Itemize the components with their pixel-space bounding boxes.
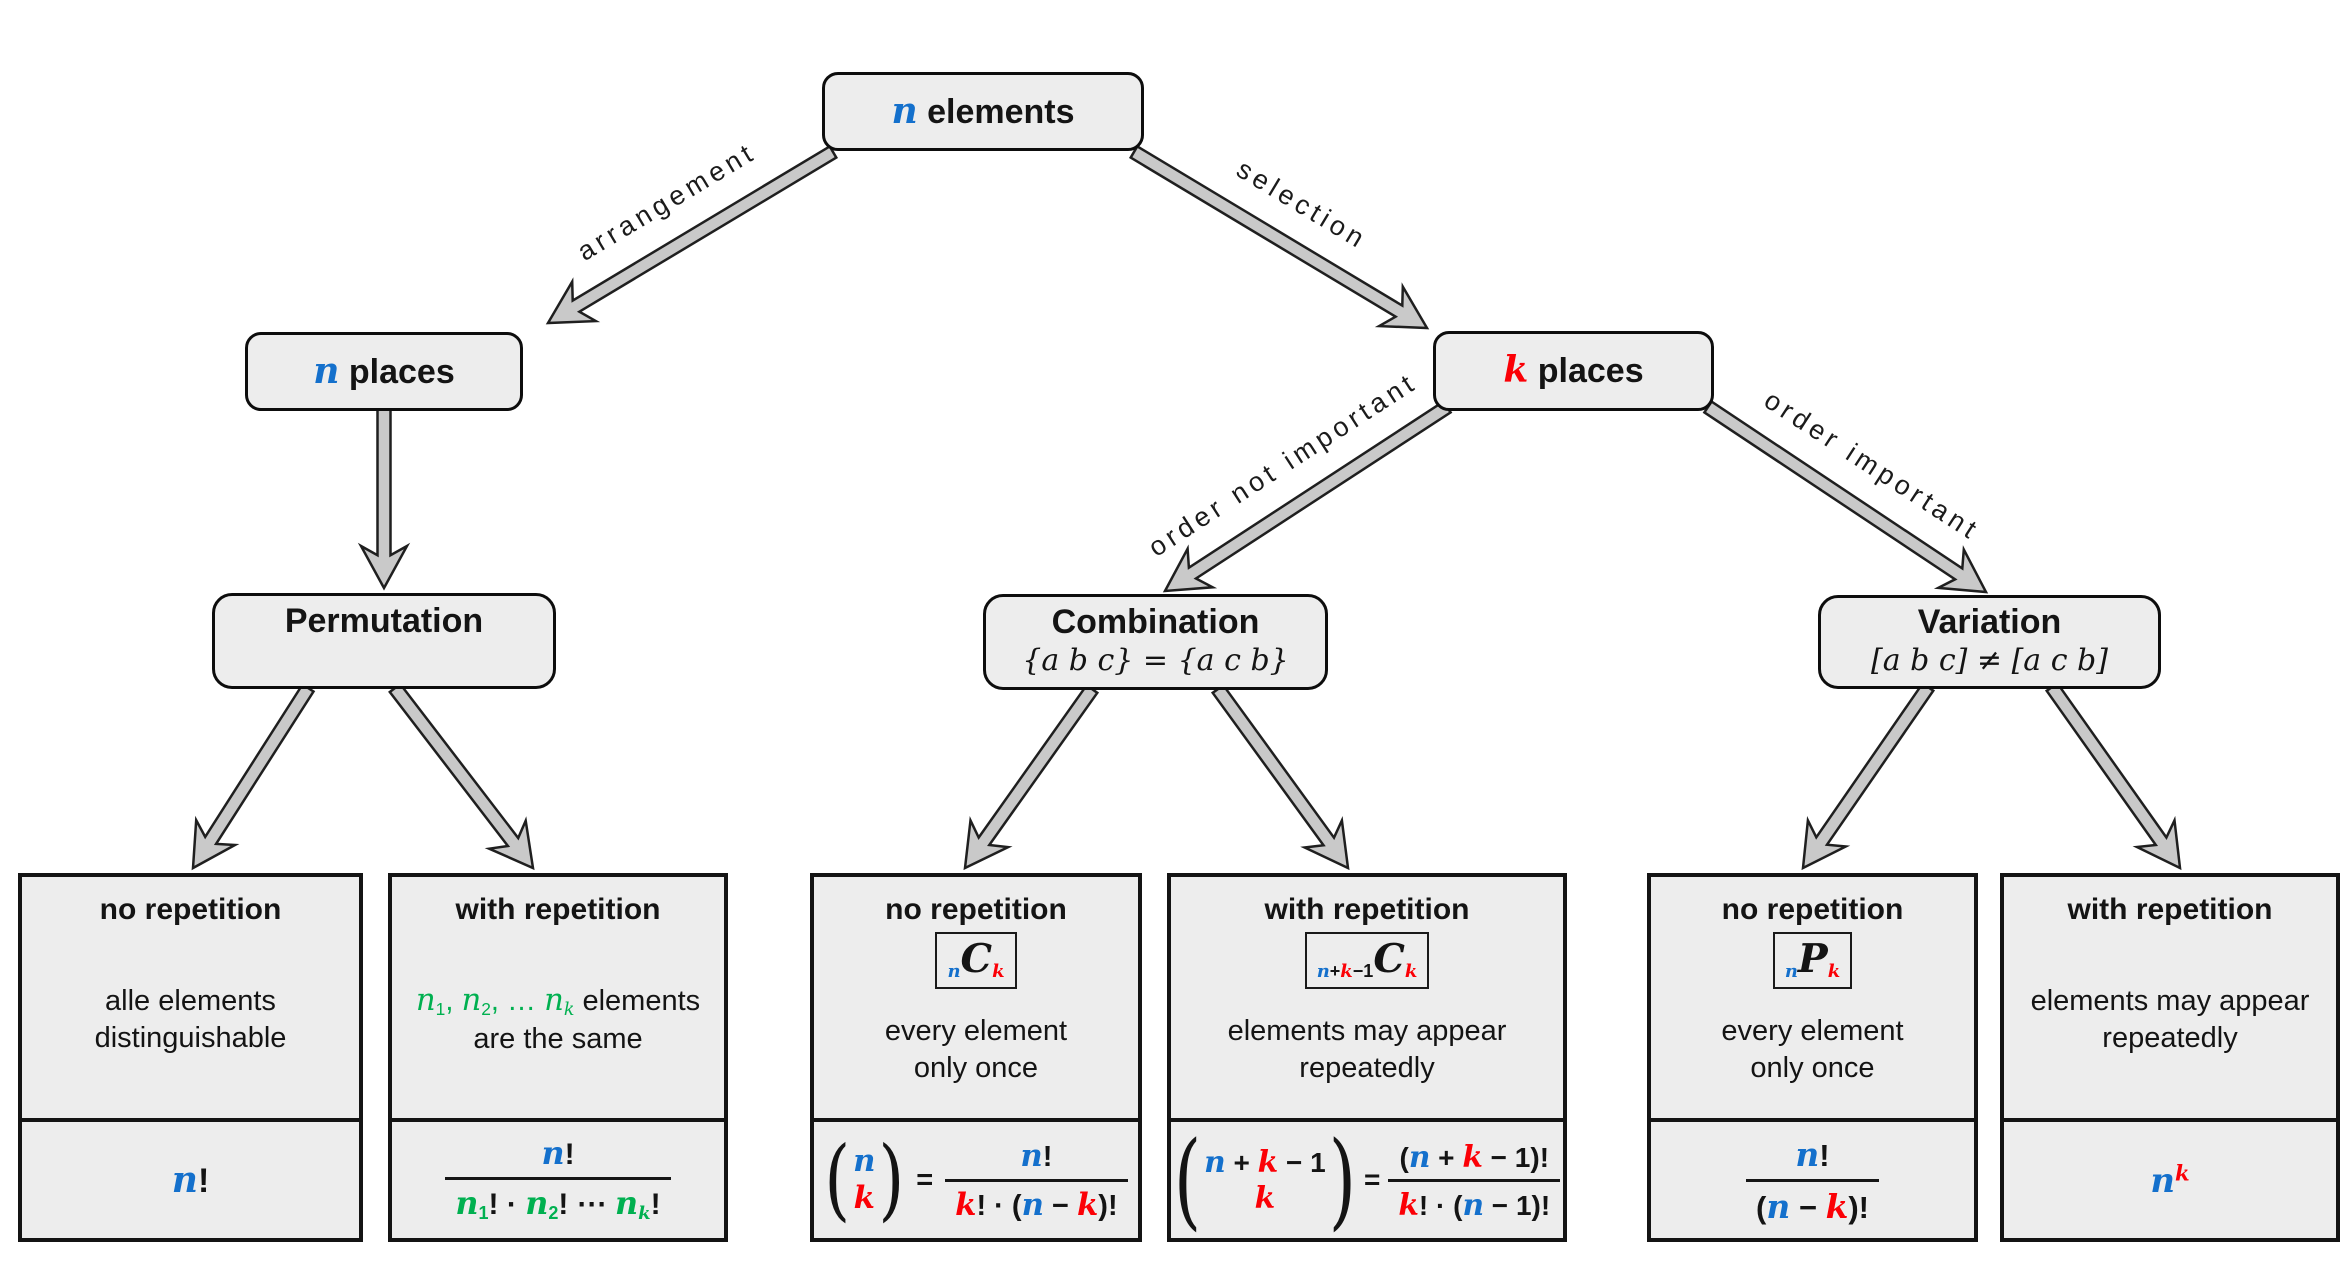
result-title: no repetition xyxy=(99,893,282,926)
result-title: with repetition xyxy=(1264,893,1470,926)
formula-section: nk xyxy=(2004,1122,2336,1238)
formula-multiset-combination: (n + k − 1)! k! · (n − 1)! xyxy=(1388,1139,1561,1222)
arrow-variation-to-no-repetition xyxy=(1801,681,1936,871)
formula-section: n! (n − k)! xyxy=(1651,1122,1974,1238)
node-combination-title: Combination xyxy=(1051,603,1260,642)
n+k-1Ck-symbol-badge: n+k−1Ck xyxy=(1304,931,1430,989)
formula-variation: n! (n − k)! xyxy=(1746,1135,1879,1226)
arrow-combination-to-with-repetition xyxy=(1210,683,1350,871)
node-variation-title: Variation xyxy=(1917,603,2062,642)
arrow-permutation-to-with-repetition xyxy=(388,682,535,871)
result-description: elements may appear repeatedly xyxy=(2030,984,2310,1054)
nPk-symbol-badge: nPk xyxy=(1772,931,1853,989)
arrow-permutation-to-no-repetition xyxy=(191,682,316,871)
formula-multiset-permutation: n! n1! · n2! ⋯ nk! xyxy=(445,1135,671,1225)
node-variation-subtitle: [a b c] ≠ [a c b] xyxy=(1871,642,2108,678)
formula-n-factorial: n! xyxy=(171,1159,210,1201)
result-box-permutation-no-repetition: no repetition alle elements distinguisha… xyxy=(18,873,363,1242)
formula-combination: n! k! · (n − k)! xyxy=(945,1138,1128,1223)
description-section: no repetition nCk every element only onc… xyxy=(814,877,1138,1122)
node-k-places-label: k places xyxy=(1503,349,1644,392)
result-box-permutation-with-repetition: with repetition n1, n2, … nk elements ar… xyxy=(388,873,728,1242)
result-box-variation-no-repetition: no repetition nPk every element only onc… xyxy=(1647,873,1978,1242)
result-description: alle elements distinguishable xyxy=(94,984,287,1054)
result-description: n1, n2, … nk elements are the same xyxy=(415,982,701,1056)
nCk-symbol-badge: nCk xyxy=(935,931,1017,989)
node-n-elements: n elements xyxy=(822,72,1144,151)
node-n-places: n places xyxy=(245,332,523,411)
description-section: with repetition n1, n2, … nk elements ar… xyxy=(392,877,724,1122)
result-box-combination-with-repetition: with repetition n+k−1Ck elements may app… xyxy=(1167,873,1567,1242)
arrow-variation-to-with-repetition xyxy=(2044,681,2182,871)
result-title: with repetition xyxy=(455,893,661,926)
binomial-n-plus-k-minus-1-choose-k: ( n + k − 1 k ) xyxy=(1173,1118,1356,1242)
node-k-places: k places xyxy=(1433,331,1714,411)
result-title: no repetition xyxy=(885,893,1067,926)
description-section: with repetition elements may appear repe… xyxy=(2004,877,2336,1122)
result-box-combination-no-repetition: no repetition nCk every element only onc… xyxy=(810,873,1142,1242)
arrow-root-to-n-places xyxy=(545,144,839,325)
binomial-n-choose-k: ( n k ) xyxy=(824,1127,905,1232)
result-description: elements may appear repeatedly xyxy=(1227,1015,1507,1085)
arrow-k-places-to-variation xyxy=(1702,399,1989,594)
result-title: with repetition xyxy=(2067,893,2273,926)
formula-section: n! xyxy=(22,1122,359,1238)
formula-section: ( n + k − 1 k ) = (n + k − 1)! k! · (n −… xyxy=(1171,1118,1563,1242)
node-combination: Combination {a b c} = {a c b} xyxy=(983,594,1328,690)
result-box-variation-with-repetition: with repetition elements may appear repe… xyxy=(2000,873,2340,1242)
node-combination-subtitle: {a b c} = {a c b} xyxy=(1022,642,1289,678)
node-n-elements-label: n elements xyxy=(891,89,1075,132)
equals-sign: = xyxy=(1364,1164,1381,1195)
node-variation: Variation [a b c] ≠ [a c b] xyxy=(1818,595,2161,689)
result-description: every element only once xyxy=(1721,1015,1904,1085)
node-permutation-title: Permutation xyxy=(284,602,484,641)
arrow-root-to-k-places xyxy=(1128,144,1430,330)
description-section: with repetition n+k−1Ck elements may app… xyxy=(1171,877,1563,1122)
description-section: no repetition nPk every element only onc… xyxy=(1651,877,1974,1122)
formula-section: ( n k ) = n! k! · (n − k)! xyxy=(814,1122,1138,1238)
formula-section: n! n1! · n2! ⋯ nk! xyxy=(392,1122,724,1238)
node-permutation: Permutation xyxy=(212,593,556,689)
equals-sign: = xyxy=(916,1163,934,1196)
result-title: no repetition xyxy=(1721,893,1904,926)
arrow-n-places-to-permutation xyxy=(357,407,411,591)
node-n-places-label: n places xyxy=(313,349,455,392)
result-description: every element only once xyxy=(884,1015,1068,1085)
arrow-combination-to-no-repetition xyxy=(963,683,1100,871)
arrow-k-places-to-combination xyxy=(1162,399,1453,593)
description-section: no repetition alle elements distinguisha… xyxy=(22,877,359,1122)
formula-n-power-k: nk xyxy=(2150,1160,2190,1200)
